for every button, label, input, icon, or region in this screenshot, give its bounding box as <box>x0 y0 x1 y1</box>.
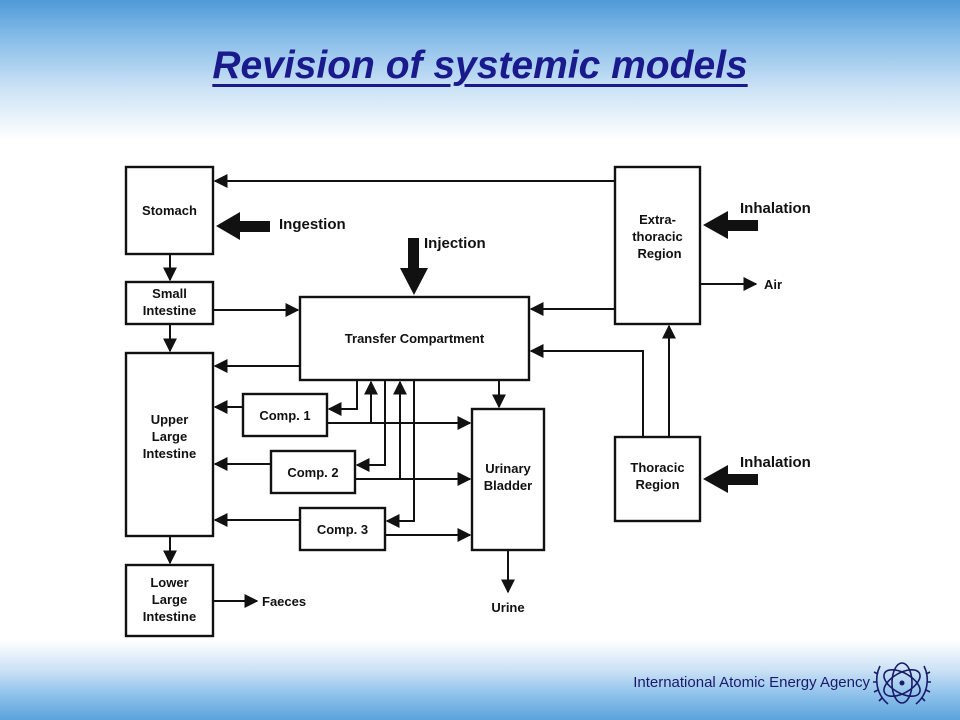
transfer-compartment-label: Transfer Compartment <box>345 331 485 346</box>
urinary-bladder-label-1: Urinary <box>485 461 531 476</box>
upper-large-intestine-label-2: Large <box>152 429 187 444</box>
lower-large-intestine-box <box>124 563 215 638</box>
footer-gradient-band <box>0 640 960 720</box>
injection-arrow <box>400 238 428 295</box>
stomach-label: Stomach <box>142 203 197 218</box>
comp1-label: Comp. 1 <box>259 408 310 423</box>
thoracic-region-box <box>613 435 702 523</box>
comp3-box <box>298 506 387 552</box>
thoracic-region-label-1: Thoracic <box>630 460 684 475</box>
arrow-thoracic-to-transfer <box>529 344 644 437</box>
arrow-transfer-to-comp3 <box>385 380 415 528</box>
comp3-label: Comp. 3 <box>317 522 368 537</box>
inhalation-upper-label: Inhalation <box>740 200 811 217</box>
extrathoracic-region-box <box>613 165 702 326</box>
arrow-transfer-to-comp2 <box>355 380 386 472</box>
comp2-label: Comp. 2 <box>287 465 338 480</box>
air-label: Air <box>764 277 782 292</box>
agency-logo-icon <box>873 662 931 705</box>
thoracic-region-label-2: Region <box>635 477 679 492</box>
footer-agency-name: International Atomic Energy Agency <box>633 674 870 691</box>
small-intestine-label-1: Small <box>152 286 187 301</box>
inhalation-lower-label: Inhalation <box>740 454 811 471</box>
stomach-box <box>124 165 215 256</box>
urinary-bladder-box <box>470 407 546 552</box>
faeces-label: Faeces <box>262 594 306 609</box>
extrathoracic-label-3: Region <box>637 246 681 261</box>
arrow-transfer-to-comp1 <box>327 380 358 416</box>
small-intestine-label-2: Intestine <box>143 303 196 318</box>
header-gradient-band <box>0 0 960 140</box>
ingestion-label: Ingestion <box>279 216 346 233</box>
arrow-comp1-to-transfer <box>327 380 378 424</box>
injection-label: Injection <box>424 235 486 252</box>
lower-large-intestine-label-1: Lower <box>150 575 188 590</box>
lower-large-intestine-label-3: Intestine <box>143 609 196 624</box>
inhalation-lower-arrow <box>703 465 758 493</box>
extrathoracic-label-2: thoracic <box>632 229 683 244</box>
comp2-box <box>269 449 357 495</box>
lower-large-intestine-label-2: Large <box>152 592 187 607</box>
comp1-box <box>241 392 329 438</box>
urine-label: Urine <box>491 600 524 615</box>
extrathoracic-label-1: Extra- <box>639 212 676 227</box>
upper-large-intestine-label-1: Upper <box>151 412 189 427</box>
inhalation-upper-arrow <box>703 211 758 239</box>
urinary-bladder-label-2: Bladder <box>484 478 532 493</box>
slide-title: Revision of systemic models <box>212 44 748 87</box>
upper-large-intestine-label-3: Intestine <box>143 446 196 461</box>
ingestion-arrow <box>216 212 270 240</box>
upper-large-intestine-box <box>124 351 215 538</box>
